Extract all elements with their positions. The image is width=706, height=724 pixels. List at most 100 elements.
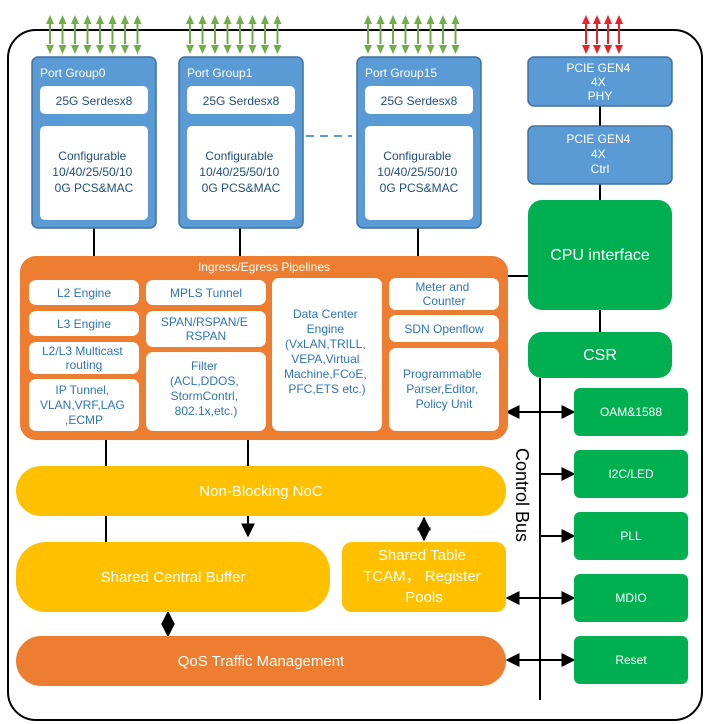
io-arrow-icon bbox=[58, 15, 67, 54]
io-arrow-icon bbox=[439, 15, 447, 54]
sdn-openflow-box bbox=[389, 315, 499, 342]
io-arrow-icon bbox=[108, 15, 117, 54]
connector-lines bbox=[93, 106, 601, 700]
l2-engine-box bbox=[29, 280, 139, 305]
pcs-mac-label: Configurable 10/40/25/50/10 0G PCS&MAC bbox=[199, 149, 282, 195]
filter-label: Filter (ACL,DDOS, StormContrl, 802.1x,et… bbox=[170, 359, 242, 418]
ingress-egress-pipelines: Ingress/Egress Pipelines L2 Engine L3 En… bbox=[20, 256, 508, 440]
sdn-openflow-label: SDN Openflow bbox=[404, 322, 484, 336]
pcs-mac-box bbox=[365, 126, 473, 220]
io-arrow-icon bbox=[198, 15, 207, 54]
pcie-ctrl-label: PCIE GEN4 4X Ctrl bbox=[566, 132, 633, 176]
io-arrow-icon bbox=[236, 15, 244, 54]
data-center-engine-label: Data Center Engine (VxLAN,TRILL, VEPA,Vi… bbox=[284, 307, 370, 396]
meter-counter-label: Meter and Counter bbox=[415, 280, 472, 308]
csr-block: CSR bbox=[528, 332, 672, 378]
mpls-tunnel-box bbox=[146, 280, 266, 305]
qos-label: QoS Traffic Management bbox=[178, 653, 345, 670]
io-arrow-icon bbox=[582, 15, 590, 54]
peripheral-label: OAM&1588 bbox=[600, 405, 662, 419]
io-arrow-icon bbox=[389, 15, 397, 54]
port-arrow-group bbox=[46, 15, 460, 54]
io-arrow-icon bbox=[133, 15, 142, 54]
peripheral-label: Reset bbox=[615, 653, 647, 667]
ip-tunnel-label: IP Tunnel, VLAN,VRF,LAG ,ECMP bbox=[40, 383, 128, 427]
io-arrow-icon bbox=[248, 15, 257, 54]
io-arrow-icon bbox=[401, 15, 410, 54]
serdes-box bbox=[40, 86, 148, 114]
ip-tunnel-box bbox=[29, 379, 139, 431]
peripheral-label: PLL bbox=[620, 529, 642, 543]
io-arrow-icon bbox=[451, 15, 460, 54]
io-arrow-icon bbox=[593, 15, 601, 54]
peripheral-reset: Reset bbox=[574, 636, 688, 684]
meter-counter-box bbox=[389, 278, 499, 310]
io-arrow-icon bbox=[121, 15, 129, 54]
port-group-title: Port Group15 bbox=[365, 66, 437, 80]
qos-traffic-management: QoS Traffic Management bbox=[16, 636, 506, 686]
io-arrow-icon bbox=[604, 15, 612, 54]
pcie-phy-label: PCIE GEN4 4X PHY bbox=[566, 61, 633, 103]
pcie-arrow-group bbox=[582, 15, 623, 54]
port-group-title: Port Group0 bbox=[40, 66, 106, 80]
shared-table-label: Shared Table TCAM， Register Pools bbox=[363, 547, 485, 606]
span-label: SPAN/RSPAN/E RSPAN bbox=[161, 315, 251, 343]
control-bus-label: Control Bus bbox=[512, 448, 532, 542]
peripheral-pll: PLL bbox=[574, 512, 688, 560]
serdes-box bbox=[365, 86, 473, 114]
serdes-label: 25G Serdesx8 bbox=[56, 94, 133, 108]
span-box bbox=[146, 311, 266, 347]
multicast-box bbox=[29, 342, 139, 374]
io-arrow-icon bbox=[376, 15, 385, 54]
port-group-0: Port Group0 25G Serdesx8 Configurable 10… bbox=[31, 56, 157, 229]
io-arrow-icon bbox=[71, 15, 79, 54]
peripheral-label: I2C/LED bbox=[608, 467, 654, 481]
pcs-mac-box bbox=[187, 126, 295, 220]
io-arrow-icon bbox=[426, 15, 435, 54]
pcs-mac-label: Configurable 10/40/25/50/10 0G PCS&MAC bbox=[377, 149, 460, 195]
pipelines-title: Ingress/Egress Pipelines bbox=[198, 260, 330, 274]
shared-table-block: Shared Table TCAM， Register Pools bbox=[342, 542, 506, 612]
programmable-parser-box bbox=[389, 348, 499, 431]
io-arrow-icon bbox=[261, 15, 269, 54]
port-group-1: Port Group1 25G Serdesx8 Configurable 10… bbox=[178, 56, 304, 229]
io-arrow-icon bbox=[273, 15, 282, 54]
io-arrow-icon bbox=[46, 15, 54, 54]
port-group-title: Port Group1 bbox=[187, 66, 253, 80]
peripheral-oam: OAM&1588 bbox=[574, 388, 688, 436]
l3-engine-label: L3 Engine bbox=[57, 317, 111, 331]
serdes-box bbox=[187, 86, 295, 114]
filter-box bbox=[146, 352, 266, 431]
peripheral-i2c-led: I2C/LED bbox=[574, 450, 688, 498]
pcs-mac-box bbox=[40, 126, 148, 220]
cpu-interface-label: CPU interface bbox=[550, 247, 650, 264]
data-center-engine-box bbox=[272, 278, 382, 431]
cpu-interface-block: CPU interface bbox=[528, 200, 672, 310]
peripheral-mdio: MDIO bbox=[574, 574, 688, 622]
multicast-label: L2/L3 Multicast routing bbox=[42, 344, 126, 372]
io-arrow-icon bbox=[83, 15, 92, 54]
io-arrow-icon bbox=[211, 15, 219, 54]
serdes-label: 25G Serdesx8 bbox=[203, 94, 280, 108]
pcs-mac-label: Configurable 10/40/25/50/10 0G PCS&MAC bbox=[52, 149, 135, 195]
io-arrow-icon bbox=[96, 15, 104, 54]
shared-buffer-label: Shared Central Buffer bbox=[101, 569, 246, 586]
l3-engine-box bbox=[29, 311, 139, 336]
io-arrow-icon bbox=[615, 15, 623, 54]
serdes-label: 25G Serdesx8 bbox=[381, 94, 458, 108]
shared-central-buffer: Shared Central Buffer bbox=[16, 542, 330, 612]
io-arrow-icon bbox=[223, 15, 232, 54]
port-group-15: Port Group15 25G Serdesx8 Configurable 1… bbox=[356, 56, 482, 229]
csr-label: CSR bbox=[583, 347, 617, 364]
noc-label: Non-Blocking NoC bbox=[199, 483, 323, 500]
io-arrow-icon bbox=[364, 15, 372, 54]
pcie-phy-block: PCIE GEN4 4X PHY bbox=[527, 56, 673, 107]
non-blocking-noc: Non-Blocking NoC bbox=[16, 466, 506, 516]
l2-engine-label: L2 Engine bbox=[57, 286, 111, 300]
pcie-ctrl-block: PCIE GEN4 4X Ctrl bbox=[527, 125, 673, 185]
io-arrow-icon bbox=[414, 15, 422, 54]
peripheral-label: MDIO bbox=[615, 591, 646, 605]
mpls-tunnel-label: MPLS Tunnel bbox=[170, 286, 242, 300]
io-arrow-icon bbox=[186, 15, 194, 54]
